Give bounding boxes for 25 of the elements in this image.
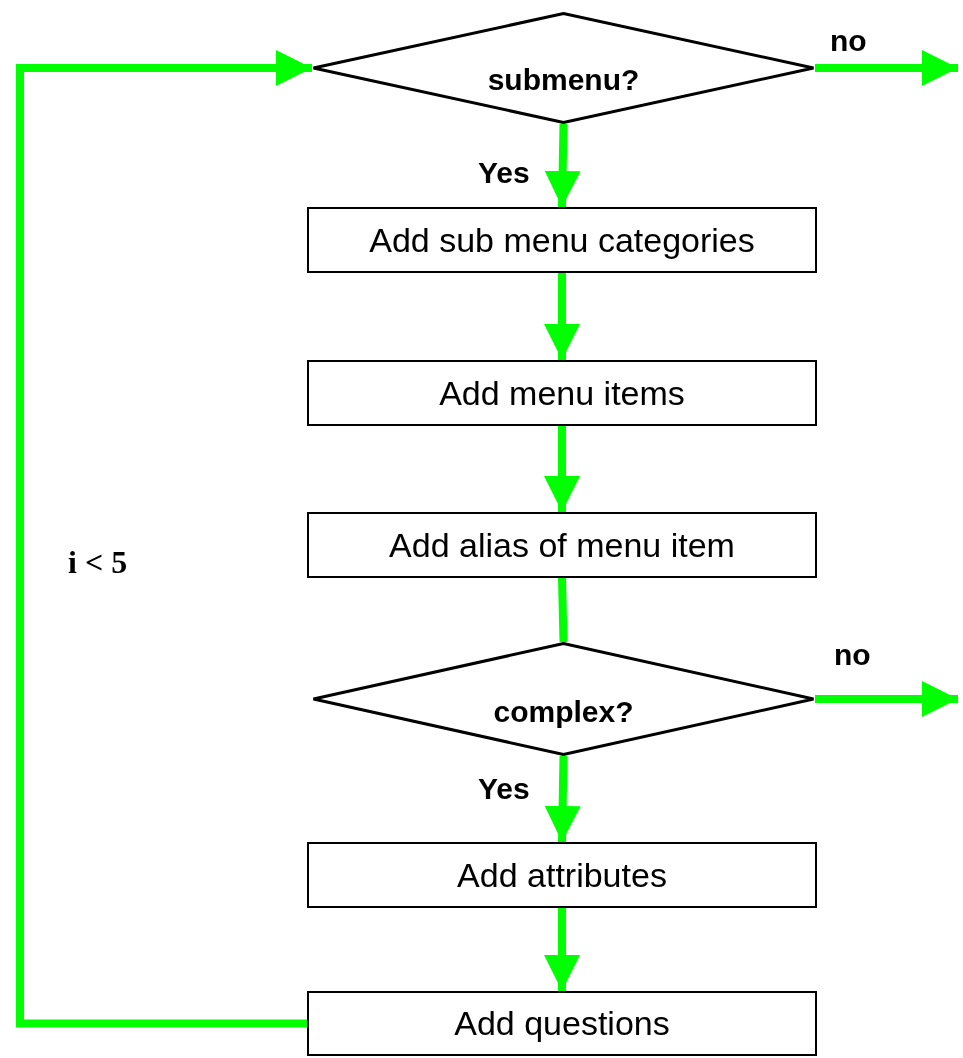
process-box — [307, 991, 817, 1056]
arrow — [544, 755, 581, 843]
process-box — [307, 360, 817, 426]
process-box — [307, 512, 817, 578]
edge-label: Yes — [478, 771, 530, 807]
edge-label: i < 5 — [68, 543, 128, 582]
arrow — [16, 50, 312, 1028]
decision-label: submenu? — [487, 62, 640, 98]
decision-diamond — [312, 642, 815, 756]
arrow — [544, 123, 581, 208]
decision-label: complex? — [493, 694, 634, 730]
step-label: Add menu items — [439, 372, 685, 414]
edge-label: no — [834, 637, 871, 673]
step-label: Add sub menu categories — [369, 219, 755, 261]
arrow — [544, 273, 580, 360]
step-label: Add alias of menu item — [389, 524, 735, 566]
step-label: Add attributes — [457, 854, 667, 896]
process-box — [307, 842, 817, 908]
edge-label: no — [830, 23, 867, 59]
decision-diamond — [312, 12, 815, 124]
arrow — [544, 908, 580, 991]
process-box — [307, 207, 817, 273]
edge-label: Yes — [478, 155, 530, 191]
arrow — [544, 426, 580, 512]
step-label: Add questions — [454, 1003, 670, 1044]
